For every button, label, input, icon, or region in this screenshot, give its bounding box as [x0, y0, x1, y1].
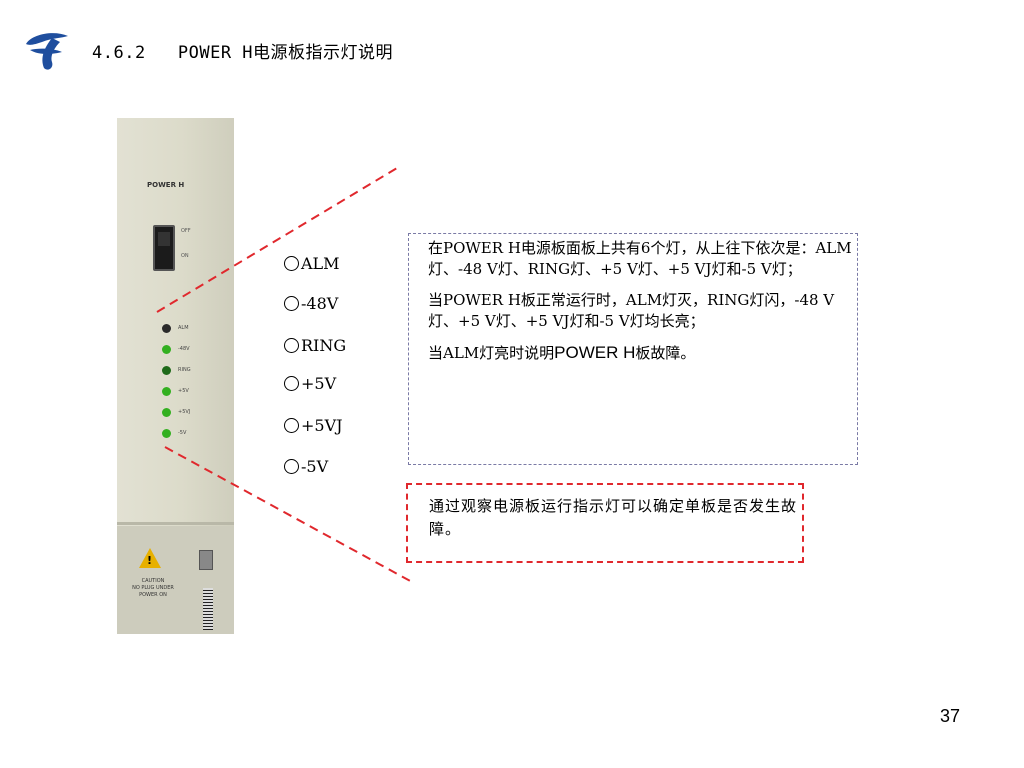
page-number: 37: [940, 706, 961, 726]
indicator-label: -48V: [301, 293, 339, 313]
slide-title: 4.6.2 POWER H电源板指示灯说明: [92, 43, 394, 63]
description-paragraph-2: 当POWER H板正常运行时，ALM灯灭，RING灯闪，-48 V灯、+5 V灯…: [428, 291, 835, 330]
note-box: 通过观察电源板运行指示灯可以确定单板是否发生故障。: [406, 483, 804, 563]
power-switch: [153, 225, 175, 271]
board-led-alm: [162, 324, 171, 333]
switch-on-label: ON: [181, 253, 189, 259]
board-led-p5vj: [162, 408, 171, 417]
led-circle-icon: [284, 337, 299, 353]
board-led-p5v: [162, 387, 171, 396]
indicator-m5v: -5V: [284, 455, 328, 477]
indicator-p5vj: +5VJ: [284, 414, 343, 436]
switch-off-label: OFF: [181, 228, 191, 234]
board-latch: [199, 550, 213, 570]
board-led-label: +5VJ: [178, 409, 191, 415]
board-seam: [117, 522, 234, 525]
indicator-label: RING: [301, 335, 347, 355]
board-led-label: -48V: [178, 346, 190, 352]
caution-body: NO PLUG UNDER POWER ON: [132, 585, 174, 598]
led-circle-icon: [284, 458, 299, 474]
caution-text: CAUTION NO PLUG UNDER POWER ON: [131, 578, 175, 599]
caution-warning-icon: [139, 548, 161, 568]
description-box: 在POWER H电源板面板上共有6个灯，从上往下依次是：ALM灯、-48 V灯、…: [408, 233, 858, 465]
indicator-label: -5V: [301, 456, 329, 476]
indicator-m48v: -48V: [284, 292, 338, 314]
indicator-label: +5VJ: [301, 415, 343, 435]
board-lower-section: [117, 526, 234, 634]
note-text: 通过观察电源板运行指示灯可以确定单板是否发生故障。: [429, 497, 798, 538]
indicator-label: +5V: [301, 373, 337, 393]
callout-line-bottom: [164, 446, 413, 583]
board-led-label: ALM: [178, 325, 189, 331]
callout-line-top: [156, 167, 398, 313]
board-led-ring: [162, 366, 171, 375]
p3-prefix: 当ALM灯亮时说明: [428, 344, 555, 362]
exclamation-icon: !: [147, 554, 153, 567]
barcode-sticker: [203, 588, 213, 630]
led-circle-icon: [284, 375, 299, 391]
board-led-label: RING: [178, 367, 191, 373]
led-circle-icon: [284, 295, 299, 311]
indicator-ring: RING: [284, 334, 346, 356]
led-circle-icon: [284, 255, 299, 271]
description-paragraph-1: 在POWER H电源板面板上共有6个灯，从上往下依次是：ALM灯、-48 V灯、…: [428, 239, 852, 278]
power-h-board-photo: POWER H OFF ON ALM -48V RING +5V +5VJ -5…: [117, 118, 234, 634]
indicator-label: ALM: [301, 253, 340, 273]
board-led-m48v: [162, 345, 171, 354]
board-led-label: +5V: [178, 388, 189, 394]
caution-title: CAUTION: [141, 578, 165, 584]
description-paragraph-3: 当ALM灯亮时说明POWER H板故障。: [428, 342, 857, 364]
china-telecom-logo-icon: [26, 33, 68, 70]
indicator-p5v: +5V: [284, 372, 336, 394]
board-led-m5v: [162, 429, 171, 438]
board-label: POWER H: [147, 181, 185, 189]
board-led-label: -5V: [178, 430, 187, 436]
p3-highlight: POWER H: [554, 343, 636, 362]
p3-suffix: 板故障。: [635, 344, 696, 362]
indicator-alm: ALM: [284, 252, 340, 274]
led-circle-icon: [284, 417, 299, 433]
